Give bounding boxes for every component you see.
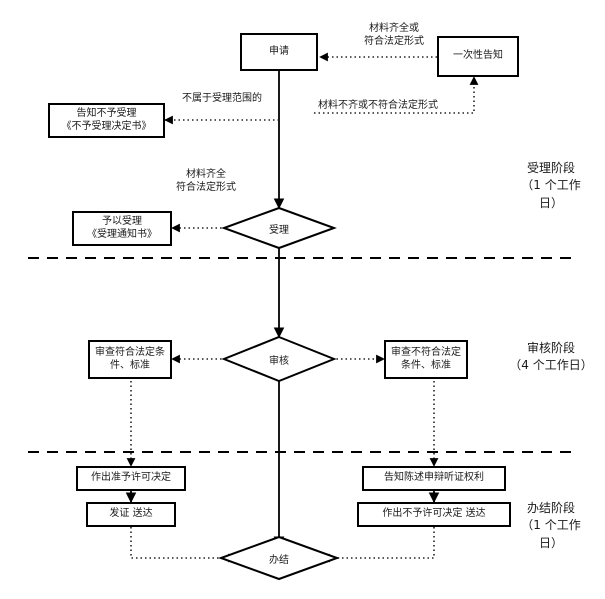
node-grant-accept[interactable]: 予以受理 《受理通知书》 xyxy=(72,211,172,246)
node-decision-deny[interactable]: 作出不予许可决定 送达 xyxy=(357,502,511,527)
node-notify-rights-label: 告知陈述申辩听证权利 xyxy=(384,472,484,484)
node-apply-label: 申请 xyxy=(269,45,289,57)
node-review-label: 审核 xyxy=(269,355,289,367)
node-review-not-conform[interactable]: 审查不符合法定 条件、标准 xyxy=(384,340,468,379)
edge-deny-to-complete xyxy=(321,527,435,563)
node-review-conform[interactable]: 审查符合法定条 件、标准 xyxy=(88,340,172,379)
node-review-conform-label: 审查符合法定条 件、标准 xyxy=(95,346,165,371)
node-accept-label: 受理 xyxy=(269,224,289,236)
node-decision-approve-label: 作出准予许可决定 xyxy=(91,472,171,484)
node-review-not-conform-label: 审查不符合法定 条件、标准 xyxy=(391,346,461,371)
stage-label-accept: 受理阶段 （1 个工作 日） xyxy=(521,161,581,210)
stage-label-complete: 办结阶段 （1 个工作 日） xyxy=(521,501,581,550)
node-complete-label: 办结 xyxy=(269,554,289,566)
node-notify-reject-accept[interactable]: 告知不予受理 《不予受理决定书》 xyxy=(48,103,165,138)
stage-label-review: 审核阶段 （4 个工作日） xyxy=(509,341,593,373)
node-complete[interactable]: 办结 xyxy=(221,537,337,579)
node-one-time-notice[interactable]: 一次性告知 xyxy=(437,36,519,77)
node-issue-deliver-label: 发证 送达 xyxy=(109,508,153,520)
diamond-review xyxy=(221,335,337,383)
edge-issue-to-complete xyxy=(130,527,237,563)
edge-label-materials-complete: 材料齐全 符合法定形式 xyxy=(176,169,236,193)
edge-label-materials-complete-or: 材料齐全或 符合法定形式 xyxy=(364,23,424,47)
node-one-time-notice-label: 一次性告知 xyxy=(453,50,503,62)
diamond-complete xyxy=(218,535,340,581)
node-notify-rights[interactable]: 告知陈述申辩听证权利 xyxy=(362,466,506,491)
node-decision-approve[interactable]: 作出准予许可决定 xyxy=(76,466,186,491)
node-apply[interactable]: 申请 xyxy=(240,33,318,71)
node-decision-deny-label: 作出不予许可决定 送达 xyxy=(382,508,486,520)
node-notify-reject-accept-label: 告知不予受理 《不予受理决定书》 xyxy=(61,107,152,132)
edge-label-materials-incomplete: 材料不齐或不符合法定形式 xyxy=(318,100,438,111)
edge-label-not-in-scope: 不属于受理范围的 xyxy=(182,93,262,104)
node-grant-accept-label: 予以受理 《受理通知书》 xyxy=(87,215,157,240)
node-review[interactable]: 审核 xyxy=(224,337,334,381)
diamond-accept xyxy=(221,206,337,250)
node-accept[interactable]: 受理 xyxy=(224,208,334,248)
node-issue-deliver[interactable]: 发证 送达 xyxy=(86,502,176,527)
